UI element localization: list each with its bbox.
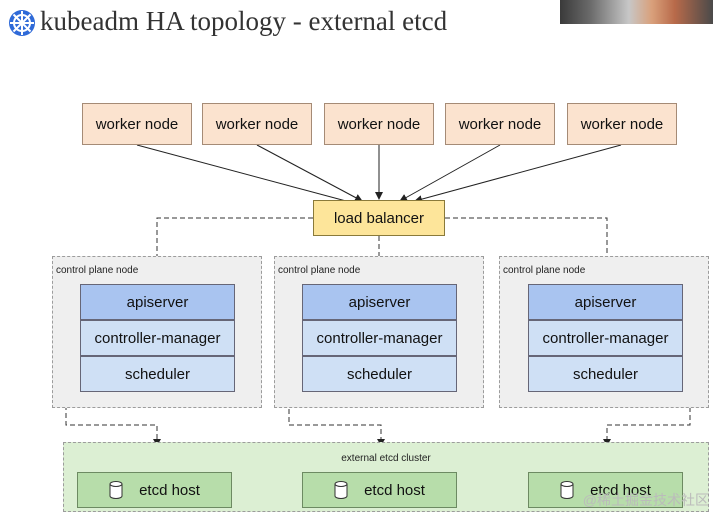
etcd-cluster-label: external etcd cluster [341, 453, 431, 464]
control-plane-label: control plane node [503, 265, 586, 276]
control-plane-label: control plane node [56, 265, 139, 276]
worker-node-box: worker node [445, 103, 555, 145]
etcd-host-box: etcd host [302, 472, 457, 508]
apiserver-box: apiserver [302, 284, 457, 320]
load-balancer-box: load balancer [313, 200, 445, 236]
scheduler-box: scheduler [80, 356, 235, 392]
worker-node-box: worker node [202, 103, 312, 145]
controller-manager-box: controller-manager [80, 320, 235, 356]
scheduler-box: scheduler [302, 356, 457, 392]
webcam-overlay-image [560, 0, 713, 24]
database-cylinder-icon [560, 481, 574, 499]
worker-node-box: worker node [567, 103, 677, 145]
database-cylinder-icon [109, 481, 123, 499]
apiserver-box: apiserver [528, 284, 683, 320]
etcd-host-label: etcd host [364, 481, 425, 499]
scheduler-box: scheduler [528, 356, 683, 392]
etcd-host-label: etcd host [590, 481, 651, 499]
watermark: @稀土掘金技术社区 [582, 492, 709, 508]
database-cylinder-icon [334, 481, 348, 499]
etcd-host-box: etcd host [528, 472, 683, 508]
etcd-host-label: etcd host [139, 481, 200, 499]
controller-manager-box: controller-manager [302, 320, 457, 356]
control-plane-label: control plane node [278, 265, 361, 276]
worker-node-box: worker node [82, 103, 192, 145]
controller-manager-box: controller-manager [528, 320, 683, 356]
etcd-host-box: etcd host [77, 472, 232, 508]
kubernetes-logo-icon [7, 8, 37, 38]
worker-node-box: worker node [324, 103, 434, 145]
apiserver-box: apiserver [80, 284, 235, 320]
slide-title: kubeadm HA topology - external etcd [40, 6, 448, 36]
